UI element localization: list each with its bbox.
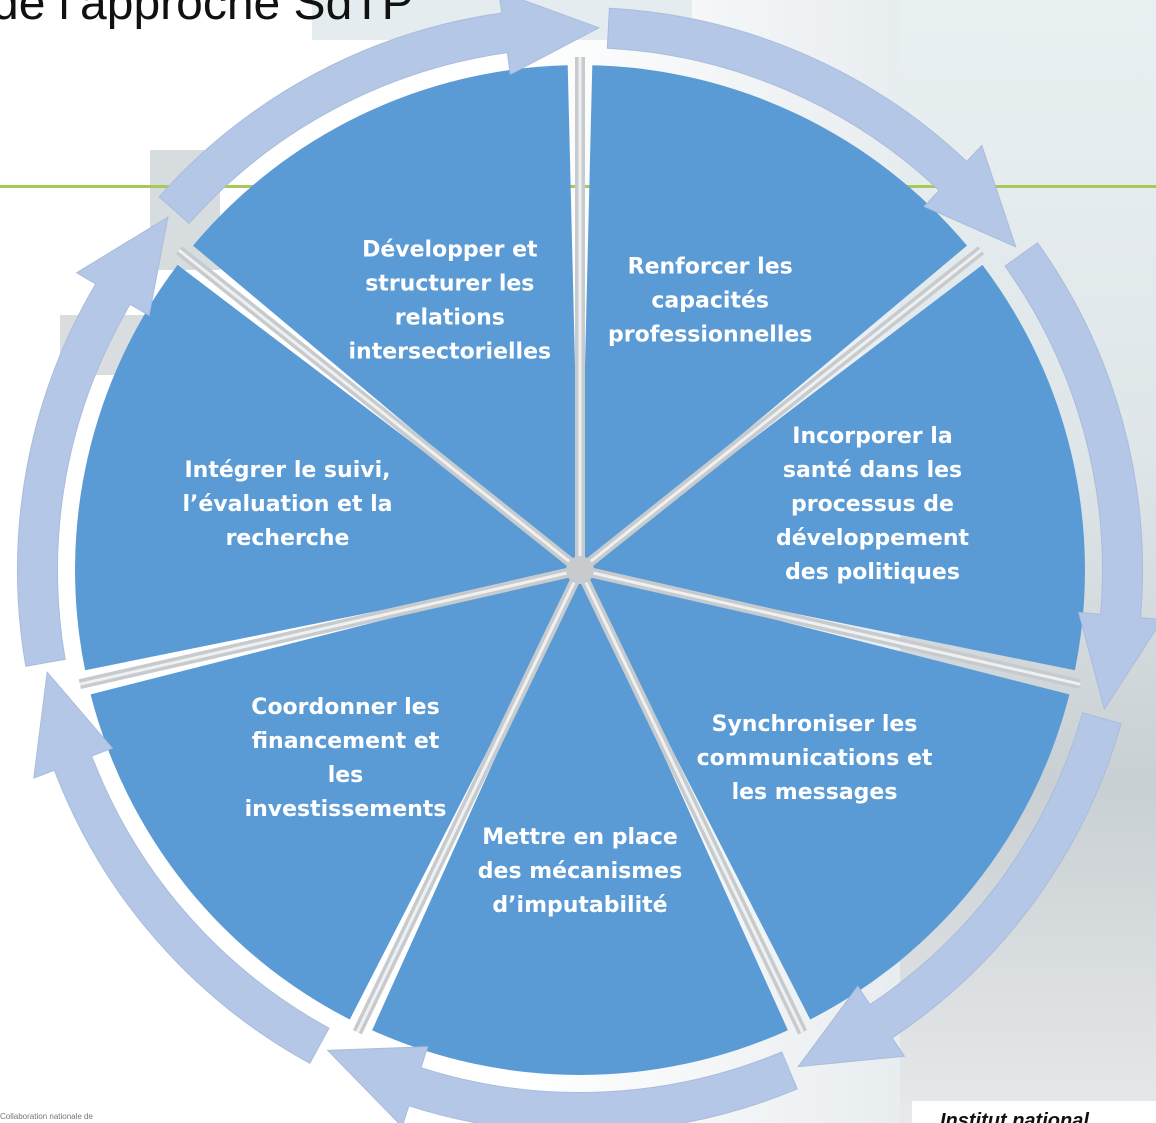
segment-label-line: les xyxy=(328,763,364,788)
segment-label-line: d’imputabilité xyxy=(492,893,667,918)
segment-label-line: recherche xyxy=(226,526,350,551)
cycle-arrow xyxy=(17,216,169,667)
segment-label-financement: Coordonner les financement et les investiss… xyxy=(245,695,447,822)
segment-label-line: Renforcer les xyxy=(628,255,793,280)
segment-label-line: développement xyxy=(776,526,970,551)
cycle-arrow xyxy=(606,7,1017,248)
cycle-arrow xyxy=(326,1046,798,1123)
segment-label-relations: Développer et structurer les relations inte… xyxy=(349,238,552,365)
segment-label-imputabilite: Mettre en place des mécanismes d’imputabil… xyxy=(478,825,682,918)
segment-label-communications: Synchroniser les communications et les mes… xyxy=(697,712,933,805)
cycle-arrow xyxy=(797,712,1122,1068)
segment-label-line: l’évaluation et la xyxy=(182,492,392,517)
segment-label-line: des mécanismes xyxy=(478,859,682,884)
cycle-arrow xyxy=(33,671,330,1064)
hub xyxy=(566,556,594,584)
segment-imputabilite xyxy=(372,570,788,1075)
segment-label-line: relations xyxy=(395,306,505,331)
segment-label-capacites: Renforcer les capacités professionnelles xyxy=(608,255,812,348)
segment-label-line: Intégrer le suivi, xyxy=(185,458,391,483)
segment-label-line: financement et xyxy=(252,729,440,754)
segment-suivi xyxy=(75,264,581,671)
footer-institute-logo-text: Institut national xyxy=(912,1101,1156,1123)
segment-label-line: Incorporer la xyxy=(792,424,952,449)
segment-label-line: processus de xyxy=(791,492,954,517)
segment-label-line: Synchroniser les xyxy=(712,712,918,737)
segment-label-suivi: Intégrer le suivi, l’évaluation et la rech… xyxy=(182,458,392,551)
segment-politiques xyxy=(580,264,1085,671)
segment-communications xyxy=(580,570,1070,1020)
segment-label-line: communications et xyxy=(697,746,933,771)
segment-label-line: capacités xyxy=(651,289,769,314)
slide-title: de l’approche SdTP xyxy=(0,0,414,30)
segment-label-line: professionnelles xyxy=(608,323,812,348)
cycle-arrow xyxy=(158,0,601,225)
footer-partner-text: Collaboration nationale de xyxy=(0,1112,93,1121)
segment-label-line: Coordonner les xyxy=(251,695,439,720)
segment-label-line: les messages xyxy=(732,780,898,805)
segment-financement xyxy=(90,570,580,1020)
segment-label-line: structurer les xyxy=(365,272,534,297)
segment-capacites xyxy=(580,65,967,570)
segment-label-line: Développer et xyxy=(362,238,538,263)
cycle-arrow xyxy=(1004,242,1156,711)
segment-label-line: des politiques xyxy=(785,560,960,585)
segment-divider-highlight xyxy=(79,568,581,686)
segment-divider-highlight xyxy=(579,248,983,572)
segment-divider-highlight xyxy=(356,569,582,1033)
segment-label-line: investissements xyxy=(245,797,447,822)
segment-divider-highlight xyxy=(177,248,581,572)
segment-label-line: santé dans les xyxy=(783,458,962,483)
segment-label-line: intersectorielles xyxy=(349,340,552,365)
segment-divider-highlight xyxy=(579,568,1081,686)
segment-label-politiques: Incorporer la santé dans les processus de d… xyxy=(776,424,970,585)
segment-divider-highlight xyxy=(578,569,804,1033)
segment-relations xyxy=(193,65,580,570)
segment-label-line: Mettre en place xyxy=(482,825,678,850)
